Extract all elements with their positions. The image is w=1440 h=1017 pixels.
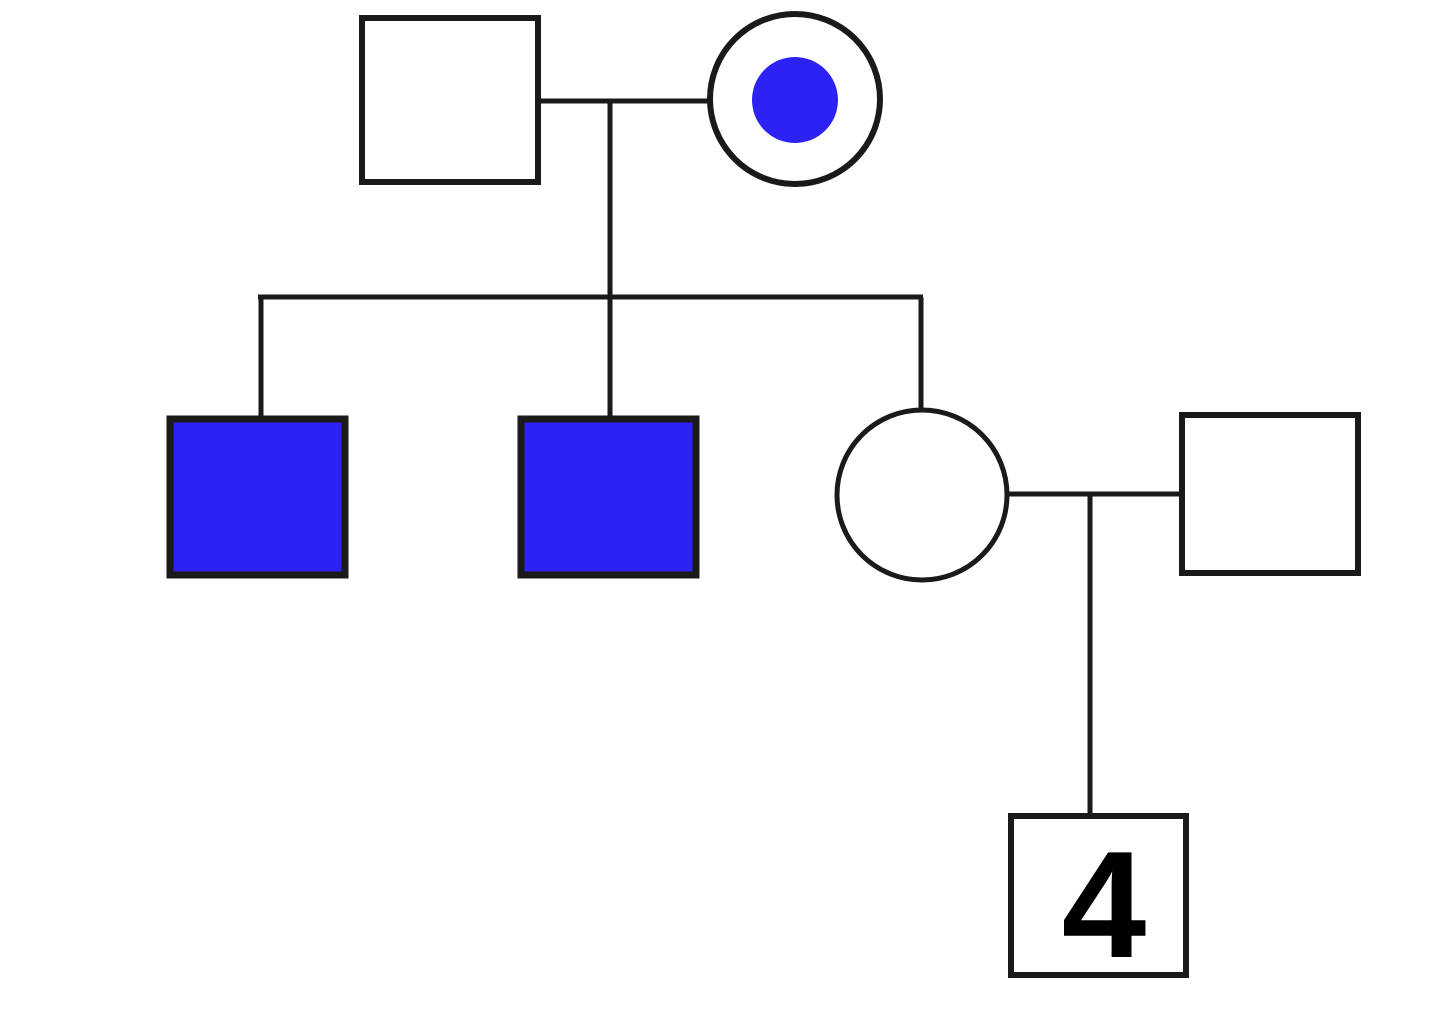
individual-i-1-male-unaffected[interactable] — [359, 15, 541, 185]
generation-2-group — [166, 407, 1361, 583]
individual-ii-1-male-affected[interactable] — [166, 415, 349, 579]
generation-3-group: 4 — [1008, 813, 1189, 990]
individual-ii-3-female-unaffected[interactable] — [834, 407, 1010, 583]
carrier-dot-icon — [752, 57, 838, 143]
individual-iii-1-male-unaffected-group[interactable] — [1008, 813, 1189, 978]
individual-ii-2-male-affected[interactable] — [517, 415, 700, 579]
generation-1-group — [359, 11, 883, 187]
connector-lines — [258, 98, 1186, 818]
individual-count-label: 4 — [1062, 820, 1147, 990]
individual-ii-4-male-unaffected[interactable] — [1179, 412, 1361, 576]
